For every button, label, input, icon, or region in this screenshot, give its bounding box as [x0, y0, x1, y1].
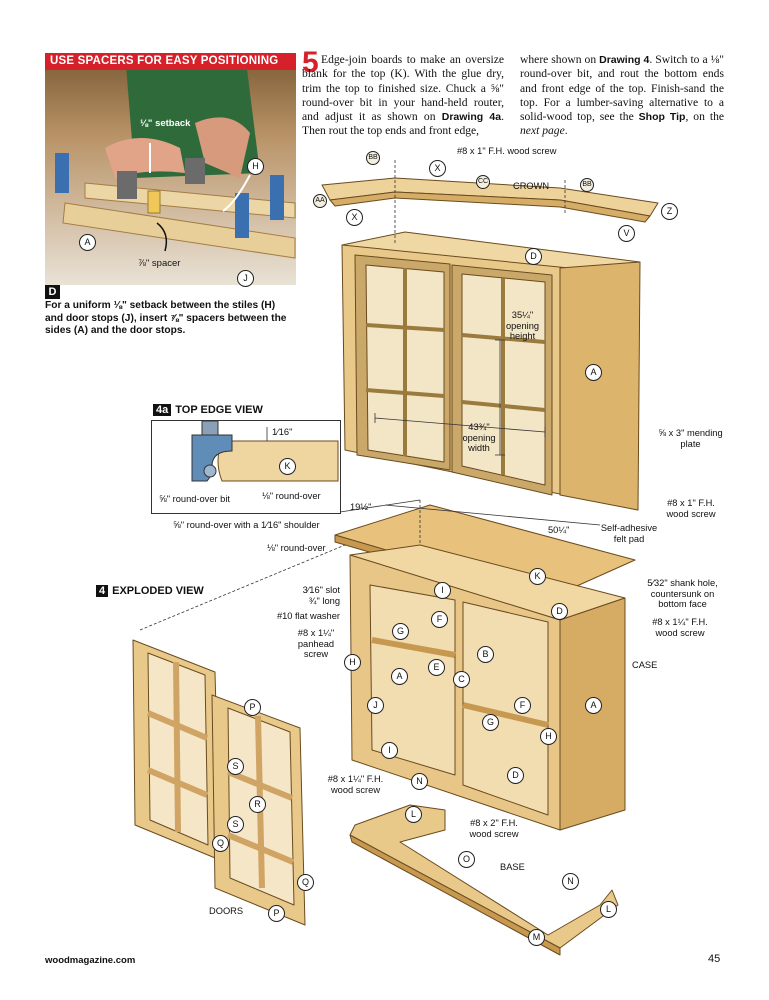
mending-plate-label: ⅝ x 3" mending plate: [658, 428, 723, 449]
callout-J: J: [237, 270, 254, 287]
opening-width-label: 43¾" opening width: [462, 422, 496, 453]
doors-label: DOORS: [209, 906, 244, 916]
spacer-label: ⅞" spacer: [138, 258, 181, 269]
washer-label: #10 flat washer: [276, 611, 340, 621]
top-edge-58-bit: ⅝" round-over bit: [159, 494, 230, 504]
felt-pad-label: Self-adhesive felt pad: [600, 523, 658, 544]
crown-label: CROWN: [513, 181, 550, 191]
top-edge-18: ⅛" round-over: [262, 491, 321, 501]
roundover-18-label: ⅛" round-over: [267, 543, 326, 553]
shoulder-label: ⅝" round-over with a 1⁄16" shoulder: [173, 520, 320, 530]
step-number: 5: [302, 46, 319, 79]
shank-hole-label: 5⁄32" shank hole, countersunk on bottom …: [647, 578, 718, 609]
top-edge-K: K: [279, 458, 296, 475]
photo-badge: D: [45, 285, 60, 299]
base-label: BASE: [500, 862, 525, 872]
top-edge-1-16: 1⁄16": [272, 427, 293, 437]
step-text-col2: where shown on Drawing 4. Switch to a ⅛"…: [520, 53, 725, 138]
top-width-label: 50¼": [548, 525, 570, 535]
top-depth-label: 19½": [350, 502, 372, 512]
photo-caption: For a uniform ⅛" setback between the sti…: [45, 300, 287, 336]
callout-H: H: [247, 158, 264, 175]
fh-screw-114-label: #8 x 1¼" F.H. wood screw: [652, 617, 708, 638]
crown-screw-label: #8 x 1" F.H. wood screw: [457, 146, 557, 156]
page-number: 45: [708, 953, 721, 965]
top-edge-view: [151, 420, 341, 514]
step-text-col1: Edge-join boards to make an oversize bla…: [302, 53, 504, 138]
photo-banner: USE SPACERS FOR EASY POSITIONING: [45, 53, 296, 70]
opening-height-label: 35¼" opening height: [505, 310, 540, 341]
slot-label: 3⁄16" slot ¾" long: [302, 585, 340, 606]
case-label: CASE: [632, 660, 658, 670]
fh-screw-1-label: #8 x 1" F.H. wood screw: [666, 498, 716, 519]
setback-label: ⅛" setback: [140, 118, 191, 129]
base-screw-2-label: #8 x 2" F.H. wood screw: [469, 818, 519, 839]
callout-A: A: [79, 234, 96, 251]
base-screw-114-label: #8 x 1¼" F.H. wood screw: [327, 774, 384, 795]
footer-url[interactable]: woodmagazine.com: [45, 955, 136, 966]
panhead-label: #8 x 1¼" panhead screw: [297, 628, 335, 659]
